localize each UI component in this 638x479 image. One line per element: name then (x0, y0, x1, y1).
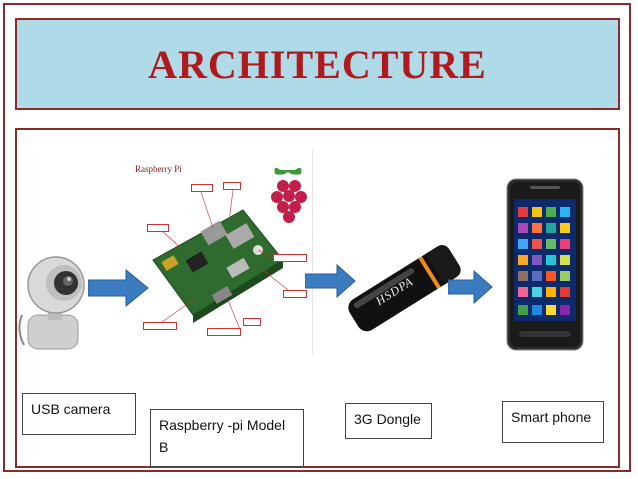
label-3g-dongle-text: 3G Dongle (354, 411, 421, 427)
smartphone-image (506, 178, 584, 351)
slide-frame (3, 3, 631, 472)
title-banner: ARCHITECTURE (15, 18, 620, 110)
label-usb-camera: USB camera (22, 393, 136, 435)
arrow-pi-to-dongle (305, 264, 356, 298)
usb-camera-image (18, 256, 85, 350)
dongle-image: HSDPA (340, 228, 470, 348)
label-raspberry-pi-text: Raspberry -pi Model B (159, 417, 286, 455)
pi-image-caption: Raspberry Pi (135, 164, 182, 174)
arrow-camera-to-pi (88, 268, 149, 308)
label-usb-camera-text: USB camera (31, 401, 111, 417)
raspberry-pi-image: Raspberry Pi (133, 150, 313, 355)
label-smart-phone-text: Smart phone (511, 409, 592, 425)
arrow-dongle-to-phone (448, 270, 493, 304)
label-3g-dongle: 3G Dongle (345, 403, 432, 439)
label-smart-phone: Smart phone (502, 401, 604, 443)
slide-title: ARCHITECTURE (148, 41, 487, 87)
label-raspberry-pi: Raspberry -pi Model B (150, 409, 304, 467)
